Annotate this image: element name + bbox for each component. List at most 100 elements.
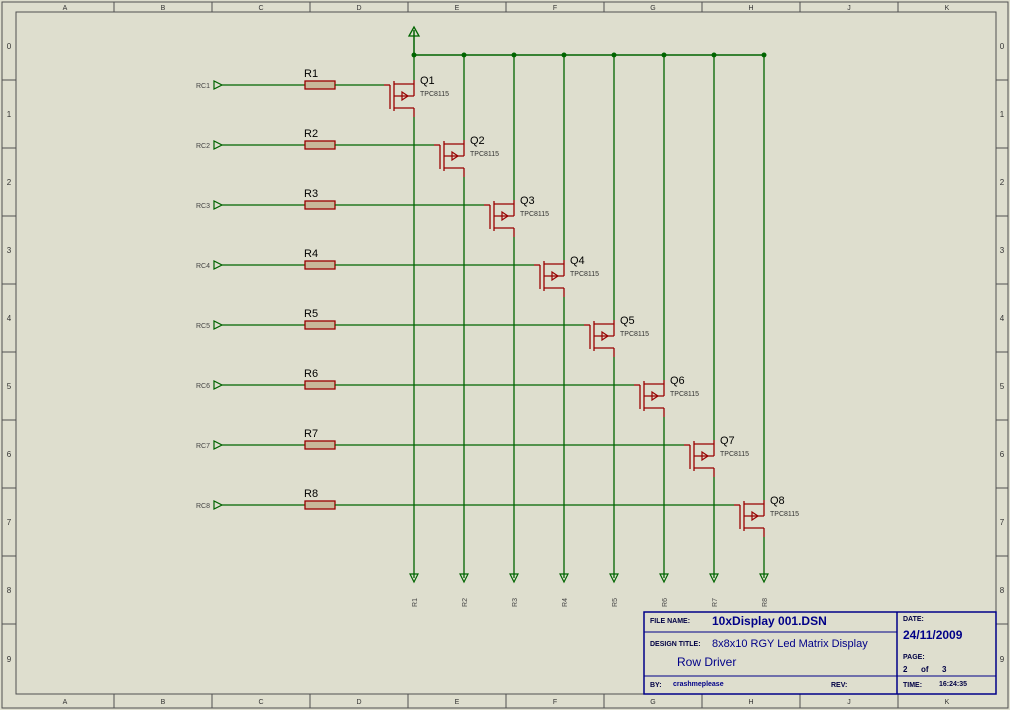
row-label: 7 [1000, 518, 1005, 527]
column-label: E [455, 5, 460, 12]
column-label: K [945, 699, 950, 706]
transistor-part: TPC8115 [770, 511, 799, 518]
output-terminal-label: R6 [662, 598, 669, 607]
input-terminal-label: RC2 [196, 143, 210, 150]
column-label: J [847, 699, 851, 706]
junction-dot [761, 52, 767, 58]
sheet-title: Row Driver [677, 655, 737, 669]
row-label: 9 [7, 655, 12, 664]
junction-dot [661, 52, 667, 58]
mosfet-icon[interactable] [484, 200, 515, 237]
time: 16:24:35 [939, 681, 968, 688]
row-label: 9 [1000, 655, 1005, 664]
design-title: 8x8x10 RGY Led Matrix Display [712, 638, 868, 650]
output-terminal-icon[interactable] [709, 573, 719, 584]
transistor-part: TPC8115 [720, 451, 749, 458]
resistor-label: R6 [304, 368, 318, 380]
column-label: F [553, 5, 557, 12]
output-terminal-icon[interactable] [759, 573, 769, 584]
page-of-label: of [921, 665, 929, 674]
input-terminal-icon[interactable] [213, 380, 224, 390]
resistor-label: R2 [304, 128, 318, 140]
resistor-label: R1 [304, 68, 318, 80]
mosfet-icon[interactable] [584, 320, 615, 357]
column-label: A [63, 5, 68, 12]
mosfet-icon[interactable] [384, 80, 415, 117]
output-terminal-icon[interactable] [609, 573, 619, 584]
resistor-label: R8 [304, 488, 318, 500]
column-label: A [63, 699, 68, 706]
resistor-label: R3 [304, 188, 318, 200]
transistor-part: TPC8115 [420, 91, 449, 98]
resistor-label: R5 [304, 308, 318, 320]
file-name-label: FILE NAME: [650, 618, 691, 625]
row-label: 7 [7, 518, 12, 527]
output-terminal-label: R2 [462, 598, 469, 607]
row-label: 3 [7, 246, 12, 255]
driver-stages: RC1R1Q1TPC8115R1RC2R2Q2TPC8115R2RC3R3Q3T… [196, 52, 799, 607]
input-terminal-icon[interactable] [213, 140, 224, 150]
output-terminal-icon[interactable] [459, 573, 469, 584]
transistor-part: TPC8115 [670, 391, 699, 398]
date-label: DATE: [903, 616, 924, 623]
time-label: TIME: [903, 682, 923, 689]
input-terminal-icon[interactable] [213, 440, 224, 450]
mosfet-icon[interactable] [534, 260, 565, 297]
row-label: 2 [7, 178, 12, 187]
mosfet-icon[interactable] [734, 500, 765, 537]
rev-label: REV: [831, 682, 848, 689]
row-label: 8 [1000, 586, 1005, 595]
input-terminal-label: RC7 [196, 443, 210, 450]
input-terminal-label: RC6 [196, 383, 210, 390]
output-terminal-icon[interactable] [409, 573, 419, 584]
output-terminal-icon[interactable] [509, 573, 519, 584]
row-label: 5 [1000, 382, 1005, 391]
transistor-label: Q3 [520, 195, 535, 207]
transistor-label: Q4 [570, 255, 585, 267]
column-label: B [161, 5, 166, 12]
input-terminal-icon[interactable] [213, 320, 224, 330]
page-label: PAGE: [903, 654, 925, 661]
column-label: G [650, 5, 655, 12]
row-label: 6 [1000, 450, 1005, 459]
junction-dot [611, 52, 617, 58]
mosfet-icon[interactable] [434, 140, 465, 177]
by-label: BY: [650, 682, 662, 689]
column-label: D [356, 5, 361, 12]
transistor-label: Q6 [670, 375, 685, 387]
output-terminal-icon[interactable] [559, 573, 569, 584]
resistor-label: R4 [304, 248, 318, 260]
input-terminal-label: RC5 [196, 323, 210, 330]
power-terminal-icon[interactable] [407, 25, 421, 37]
junction-dot [461, 52, 467, 58]
row-label: 0 [1000, 42, 1005, 51]
transistor-label: Q8 [770, 495, 785, 507]
page-number: 2 [903, 665, 908, 674]
row-label: 4 [1000, 314, 1005, 323]
transistor-part: TPC8115 [470, 151, 499, 158]
date: 24/11/2009 [903, 628, 963, 642]
mosfet-icon[interactable] [684, 440, 715, 477]
mosfet-icon[interactable] [634, 380, 665, 417]
row-label: 5 [7, 382, 12, 391]
input-terminal-icon[interactable] [213, 200, 224, 210]
transistor-part: TPC8115 [570, 271, 599, 278]
input-terminal-icon[interactable] [213, 80, 224, 90]
input-terminal-icon[interactable] [213, 500, 224, 510]
column-label: K [945, 5, 950, 12]
column-label: C [258, 5, 263, 12]
author: crashmeplease [673, 681, 724, 688]
transistor-label: Q1 [420, 75, 435, 87]
row-label: 0 [7, 42, 12, 51]
junction-dot [561, 52, 567, 58]
row-label: 6 [7, 450, 12, 459]
input-terminal-icon[interactable] [213, 260, 224, 270]
transistor-label: Q2 [470, 135, 485, 147]
output-terminal-icon[interactable] [659, 573, 669, 584]
column-label: F [553, 699, 557, 706]
